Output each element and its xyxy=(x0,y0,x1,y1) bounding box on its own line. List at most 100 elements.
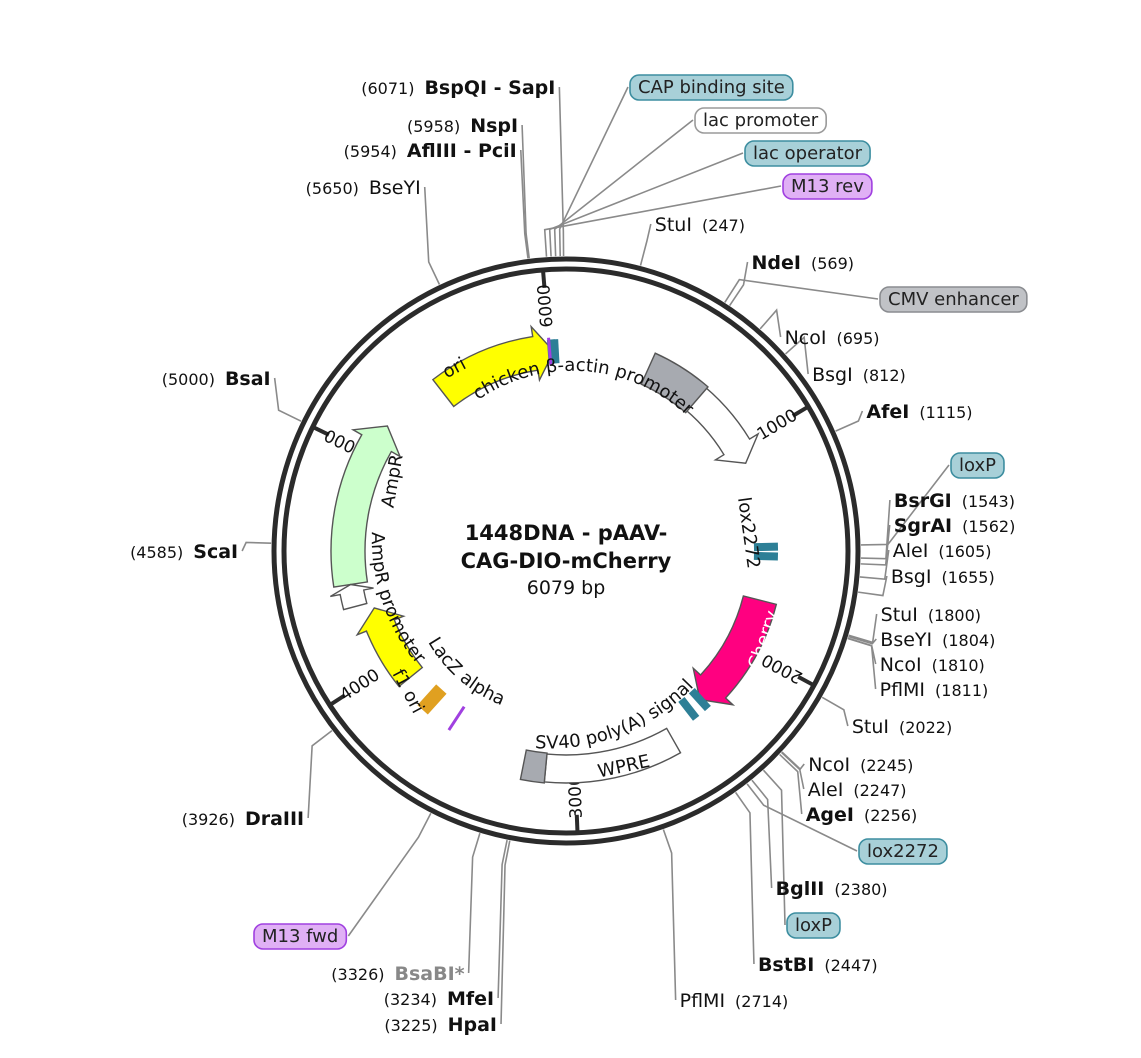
site-label: BstBI xyxy=(758,954,814,976)
site-position: (2256) xyxy=(864,806,917,825)
tag-box xyxy=(879,286,1028,313)
site-afliii-pcii: AflIII - PciI (5954) xyxy=(344,140,517,162)
site-bsai: BsaI(5000) xyxy=(162,368,271,390)
site-pflmi-2714: PflMI(2714) xyxy=(680,990,789,1012)
tag-box xyxy=(950,452,1005,479)
tag-box xyxy=(782,173,873,200)
site-label: BseYI xyxy=(880,629,932,651)
site-position: (2022) xyxy=(899,718,952,737)
site-ncoi-695: NcoI(695) xyxy=(785,327,880,349)
site-stui-247: StuI(247) xyxy=(655,214,745,236)
site-leader xyxy=(500,840,511,1025)
tick-4000 xyxy=(330,693,346,706)
site-leader xyxy=(558,86,565,257)
site-label: BsgI xyxy=(891,566,932,588)
site-bsabi: BsaBI* (3326) xyxy=(331,963,464,985)
tag-leader xyxy=(347,812,432,937)
site-label: NspI xyxy=(470,115,518,137)
site-bseyi-5650: BseYI(5650) xyxy=(306,177,421,199)
site-afei: AfeI(1115) xyxy=(866,401,972,423)
cmv-enhancer-arrow xyxy=(640,352,709,414)
site-position: (695) xyxy=(836,329,879,348)
lox-marker-3 xyxy=(678,696,700,721)
site-bsrgi: BsrGI(1543) xyxy=(894,490,1015,512)
mcherry-arrow xyxy=(692,595,778,706)
tag-label: lac promoter xyxy=(703,110,819,131)
tick-label-1000: 1000 xyxy=(754,405,801,444)
site-label: StuI xyxy=(881,604,918,626)
lox2272-inner-label: lox2272 xyxy=(733,496,764,570)
cap-binding-site-tag: CAP binding site xyxy=(629,74,794,101)
site-leader xyxy=(307,729,333,819)
tag-label: lac operator xyxy=(753,143,863,164)
leader-lines xyxy=(241,86,950,1025)
site-position: (1543) xyxy=(962,492,1015,511)
m13-fwd-tag: M13 fwd xyxy=(253,923,348,950)
site-position: (5650) xyxy=(306,179,359,198)
site-mfei: MfeI (3234) xyxy=(384,988,494,1010)
site-position: (2247) xyxy=(853,781,906,800)
site-label: StuI xyxy=(655,214,692,236)
tag-box xyxy=(629,74,794,101)
site-label: ScaI xyxy=(193,541,238,563)
plasmid-title-line2: CAG-DIO-mCherry xyxy=(461,549,672,573)
feature-tags: CAP binding site lac promoter lac operator… xyxy=(253,74,1028,950)
site-leader xyxy=(848,635,877,645)
loxp-tag-1: loxP xyxy=(950,452,1005,479)
site-leader xyxy=(821,696,849,727)
site-leader xyxy=(273,377,302,422)
site-leader xyxy=(779,753,803,815)
site-leader xyxy=(860,524,891,566)
site-leader xyxy=(847,637,877,690)
site-leader xyxy=(521,124,530,259)
site-label: BsaBI* xyxy=(395,963,465,985)
site-leader xyxy=(780,751,805,790)
m13-marker-0 xyxy=(547,337,553,366)
site-scai: ScaI(4585) xyxy=(130,541,238,563)
site-hpai: HpaI(3225) xyxy=(384,1014,497,1036)
site-position: (3326) xyxy=(331,965,384,984)
loxp-tag-2: loxP xyxy=(786,912,841,939)
site-label: MfeI xyxy=(447,988,494,1010)
site-pflmi-1811: PflMI(1811) xyxy=(880,679,989,701)
tag-box xyxy=(253,923,348,950)
tag-leader xyxy=(746,783,858,852)
site-stui-1800: StuI(1800) xyxy=(881,604,981,626)
tick-2000 xyxy=(797,674,814,687)
tag-label: loxP xyxy=(959,455,996,476)
plasmid-size: 6079 bp xyxy=(527,577,606,599)
site-bsgi-1655: BsgI(1655) xyxy=(891,566,995,588)
tag-label: M13 rev xyxy=(791,176,864,197)
site-label: AfeI xyxy=(866,401,909,423)
site-leader xyxy=(759,308,782,338)
site-draiii: DraIII(3926) xyxy=(182,808,304,830)
site-bspqi-sapi: BspQI - SapI(6071) xyxy=(361,77,555,99)
site-position: (3234) xyxy=(384,990,437,1009)
site-label: HpaI xyxy=(448,1014,497,1036)
tag-label: M13 fwd xyxy=(262,926,338,947)
feature-arrows xyxy=(329,324,779,784)
tag-leader xyxy=(558,86,629,257)
site-position: (1562) xyxy=(962,517,1015,536)
site-position: (1804) xyxy=(942,631,995,650)
site-label: StuI xyxy=(852,716,889,738)
sv40-polya-arrow xyxy=(519,749,548,784)
tag-leader xyxy=(860,464,950,546)
site-position: (1810) xyxy=(932,656,985,675)
site-leader xyxy=(751,779,773,889)
site-position: (2380) xyxy=(834,880,887,899)
site-bseyi-1804: BseYI (1804) xyxy=(880,629,995,651)
site-leader xyxy=(858,575,888,597)
tick-6000 xyxy=(541,271,547,289)
site-label: AflIII - PciI xyxy=(407,140,517,162)
f1-ori-label: f1 ori xyxy=(388,666,429,717)
lac-operator-tag: lac operator xyxy=(744,140,871,167)
site-ncoi-1810: NcoI(1810) xyxy=(880,654,985,676)
tag-label: lox2272 xyxy=(867,841,939,862)
tag-label: CAP binding site xyxy=(638,77,785,98)
tag-label: loxP xyxy=(795,915,832,936)
site-position: (5954) xyxy=(344,142,397,161)
ampr-arrow xyxy=(330,425,402,588)
site-alei-1605: AleI(1605) xyxy=(893,540,992,562)
